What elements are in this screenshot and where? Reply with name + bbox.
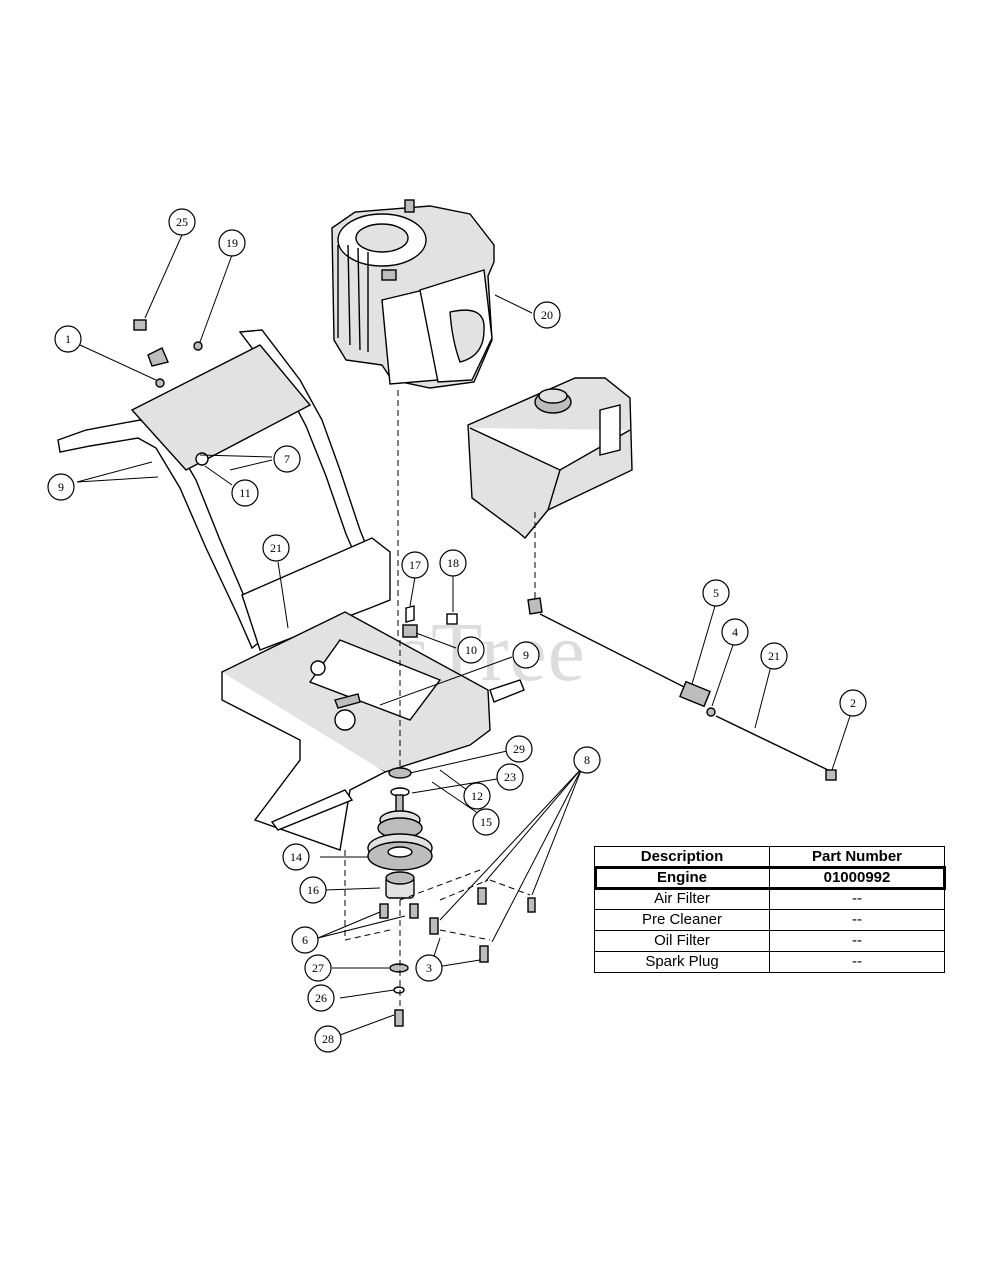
- row-description: Spark Plug: [594, 951, 770, 973]
- callout-5: 5: [702, 579, 730, 607]
- callout-2: 2: [839, 689, 867, 717]
- callout-4-label: 4: [732, 625, 738, 639]
- callout-5-label: 5: [713, 586, 719, 600]
- callout-25: 25: [168, 208, 196, 236]
- callout-10-label: 10: [465, 643, 477, 657]
- callout-27-label: 27: [312, 961, 324, 975]
- table-row[interactable]: Oil Filter --: [594, 930, 945, 952]
- row-part-number: --: [769, 930, 945, 952]
- callout-3-label: 3: [426, 961, 432, 975]
- callout-18-label: 18: [447, 556, 459, 570]
- fuel-tank-illustration: [467, 377, 633, 539]
- row-part-number: --: [769, 909, 945, 931]
- table-row[interactable]: Spark Plug --: [594, 951, 945, 973]
- row-description: Air Filter: [594, 888, 770, 910]
- callout-8: 8: [573, 746, 601, 774]
- callout-15: 15: [472, 808, 500, 836]
- callout-1: 1: [54, 325, 82, 353]
- callout-7-label: 7: [284, 452, 290, 466]
- frame-deck-illustration: [221, 537, 525, 851]
- table-row[interactable]: Air Filter --: [594, 888, 945, 910]
- part-number-header: Part Number: [769, 846, 945, 868]
- callout-21-right-label: 21: [768, 649, 780, 663]
- engine-illustration: [331, 199, 495, 389]
- callout-9-upper: 9: [47, 473, 75, 501]
- table-row[interactable]: Engine 01000992: [594, 867, 945, 889]
- description-header: Description: [594, 846, 770, 868]
- table-row[interactable]: Pre Cleaner --: [594, 909, 945, 931]
- callout-6: 6: [291, 926, 319, 954]
- callout-19-label: 19: [226, 236, 238, 250]
- callout-14: 14: [282, 843, 310, 871]
- callout-18: 18: [439, 549, 467, 577]
- callout-28: 28: [314, 1025, 342, 1053]
- callout-8-label: 8: [584, 753, 590, 767]
- callout-21-left: 21: [262, 534, 290, 562]
- callout-11: 11: [231, 479, 259, 507]
- callout-7: 7: [273, 445, 301, 473]
- callout-20: 20: [533, 301, 561, 329]
- row-part-number: 01000992: [769, 867, 945, 889]
- pulley-stack-illustration: [367, 767, 536, 1027]
- callout-23-label: 23: [504, 770, 516, 784]
- row-description: Oil Filter: [594, 930, 770, 952]
- callout-26: 26: [307, 984, 335, 1012]
- callout-21-right: 21: [760, 642, 788, 670]
- callout-4: 4: [721, 618, 749, 646]
- callout-11-label: 11: [239, 486, 251, 500]
- alignment-lines: [344, 390, 536, 1010]
- callout-29-label: 29: [513, 742, 525, 756]
- callout-28-label: 28: [322, 1032, 334, 1046]
- callout-9-lower-label: 9: [523, 648, 529, 662]
- callout-19: 19: [218, 229, 246, 257]
- callout-29: 29: [505, 735, 533, 763]
- parts-table-header-row: Description Part Number: [594, 846, 945, 868]
- row-description: Engine: [594, 867, 770, 889]
- callout-26-label: 26: [315, 991, 327, 1005]
- row-description: Pre Cleaner: [594, 909, 770, 931]
- callout-27: 27: [304, 954, 332, 982]
- callout-3: 3: [415, 954, 443, 982]
- callout-14-label: 14: [290, 850, 302, 864]
- callout-25-label: 25: [176, 215, 188, 229]
- callout-1-label: 1: [65, 332, 71, 346]
- small-parts-illustration: [402, 597, 837, 781]
- callout-12: 12: [463, 782, 491, 810]
- callout-2-label: 2: [850, 696, 856, 710]
- parts-table: Description Part Number Engine 01000992 …: [594, 846, 945, 973]
- callout-21-left-label: 21: [270, 541, 282, 555]
- callout-6-label: 6: [302, 933, 308, 947]
- callout-16-label: 16: [307, 883, 319, 897]
- callout-9-lower: 9: [512, 641, 540, 669]
- callout-15-label: 15: [480, 815, 492, 829]
- callout-12-label: 12: [471, 789, 483, 803]
- leader-lines: [76, 234, 851, 1036]
- callout-9-upper-label: 9: [58, 480, 64, 494]
- callout-17-label: 17: [409, 558, 421, 572]
- row-part-number: --: [769, 888, 945, 910]
- callout-16: 16: [299, 876, 327, 904]
- callout-10: 10: [457, 636, 485, 664]
- callout-23: 23: [496, 763, 524, 791]
- callout-20-label: 20: [541, 308, 553, 322]
- row-part-number: --: [769, 951, 945, 973]
- callout-17: 17: [401, 551, 429, 579]
